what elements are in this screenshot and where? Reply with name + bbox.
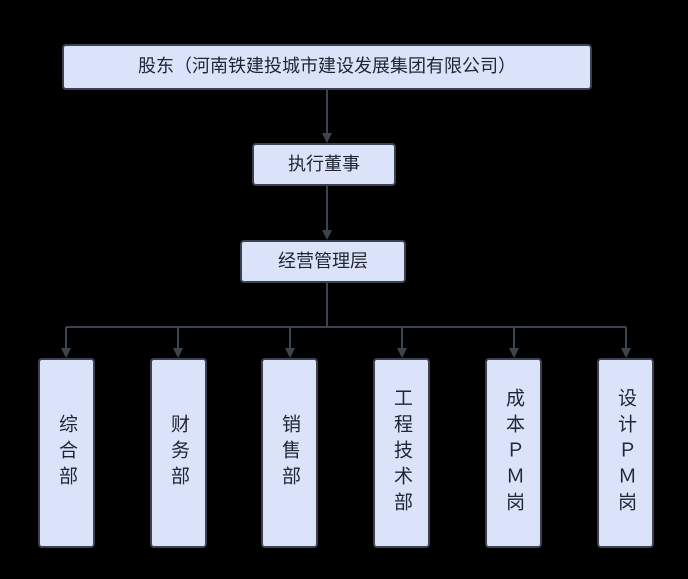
- node-shareholder: 股东（河南铁建投城市建设发展集团有限公司）: [62, 44, 592, 90]
- node-executive-director: 执行董事: [252, 143, 396, 186]
- node-dept-general-affairs: 综合部: [38, 358, 95, 548]
- node-dept-engineering-technology: 工程技术部: [373, 358, 430, 548]
- node-dept-finance: 财务部: [150, 358, 207, 548]
- node-dept-design-pm: 设计ＰＭ岗: [597, 358, 654, 548]
- node-management-layer: 经营管理层: [240, 240, 406, 283]
- node-dept-sales: 销售部: [261, 358, 318, 548]
- node-dept-cost-pm: 成本ＰＭ岗: [485, 358, 542, 548]
